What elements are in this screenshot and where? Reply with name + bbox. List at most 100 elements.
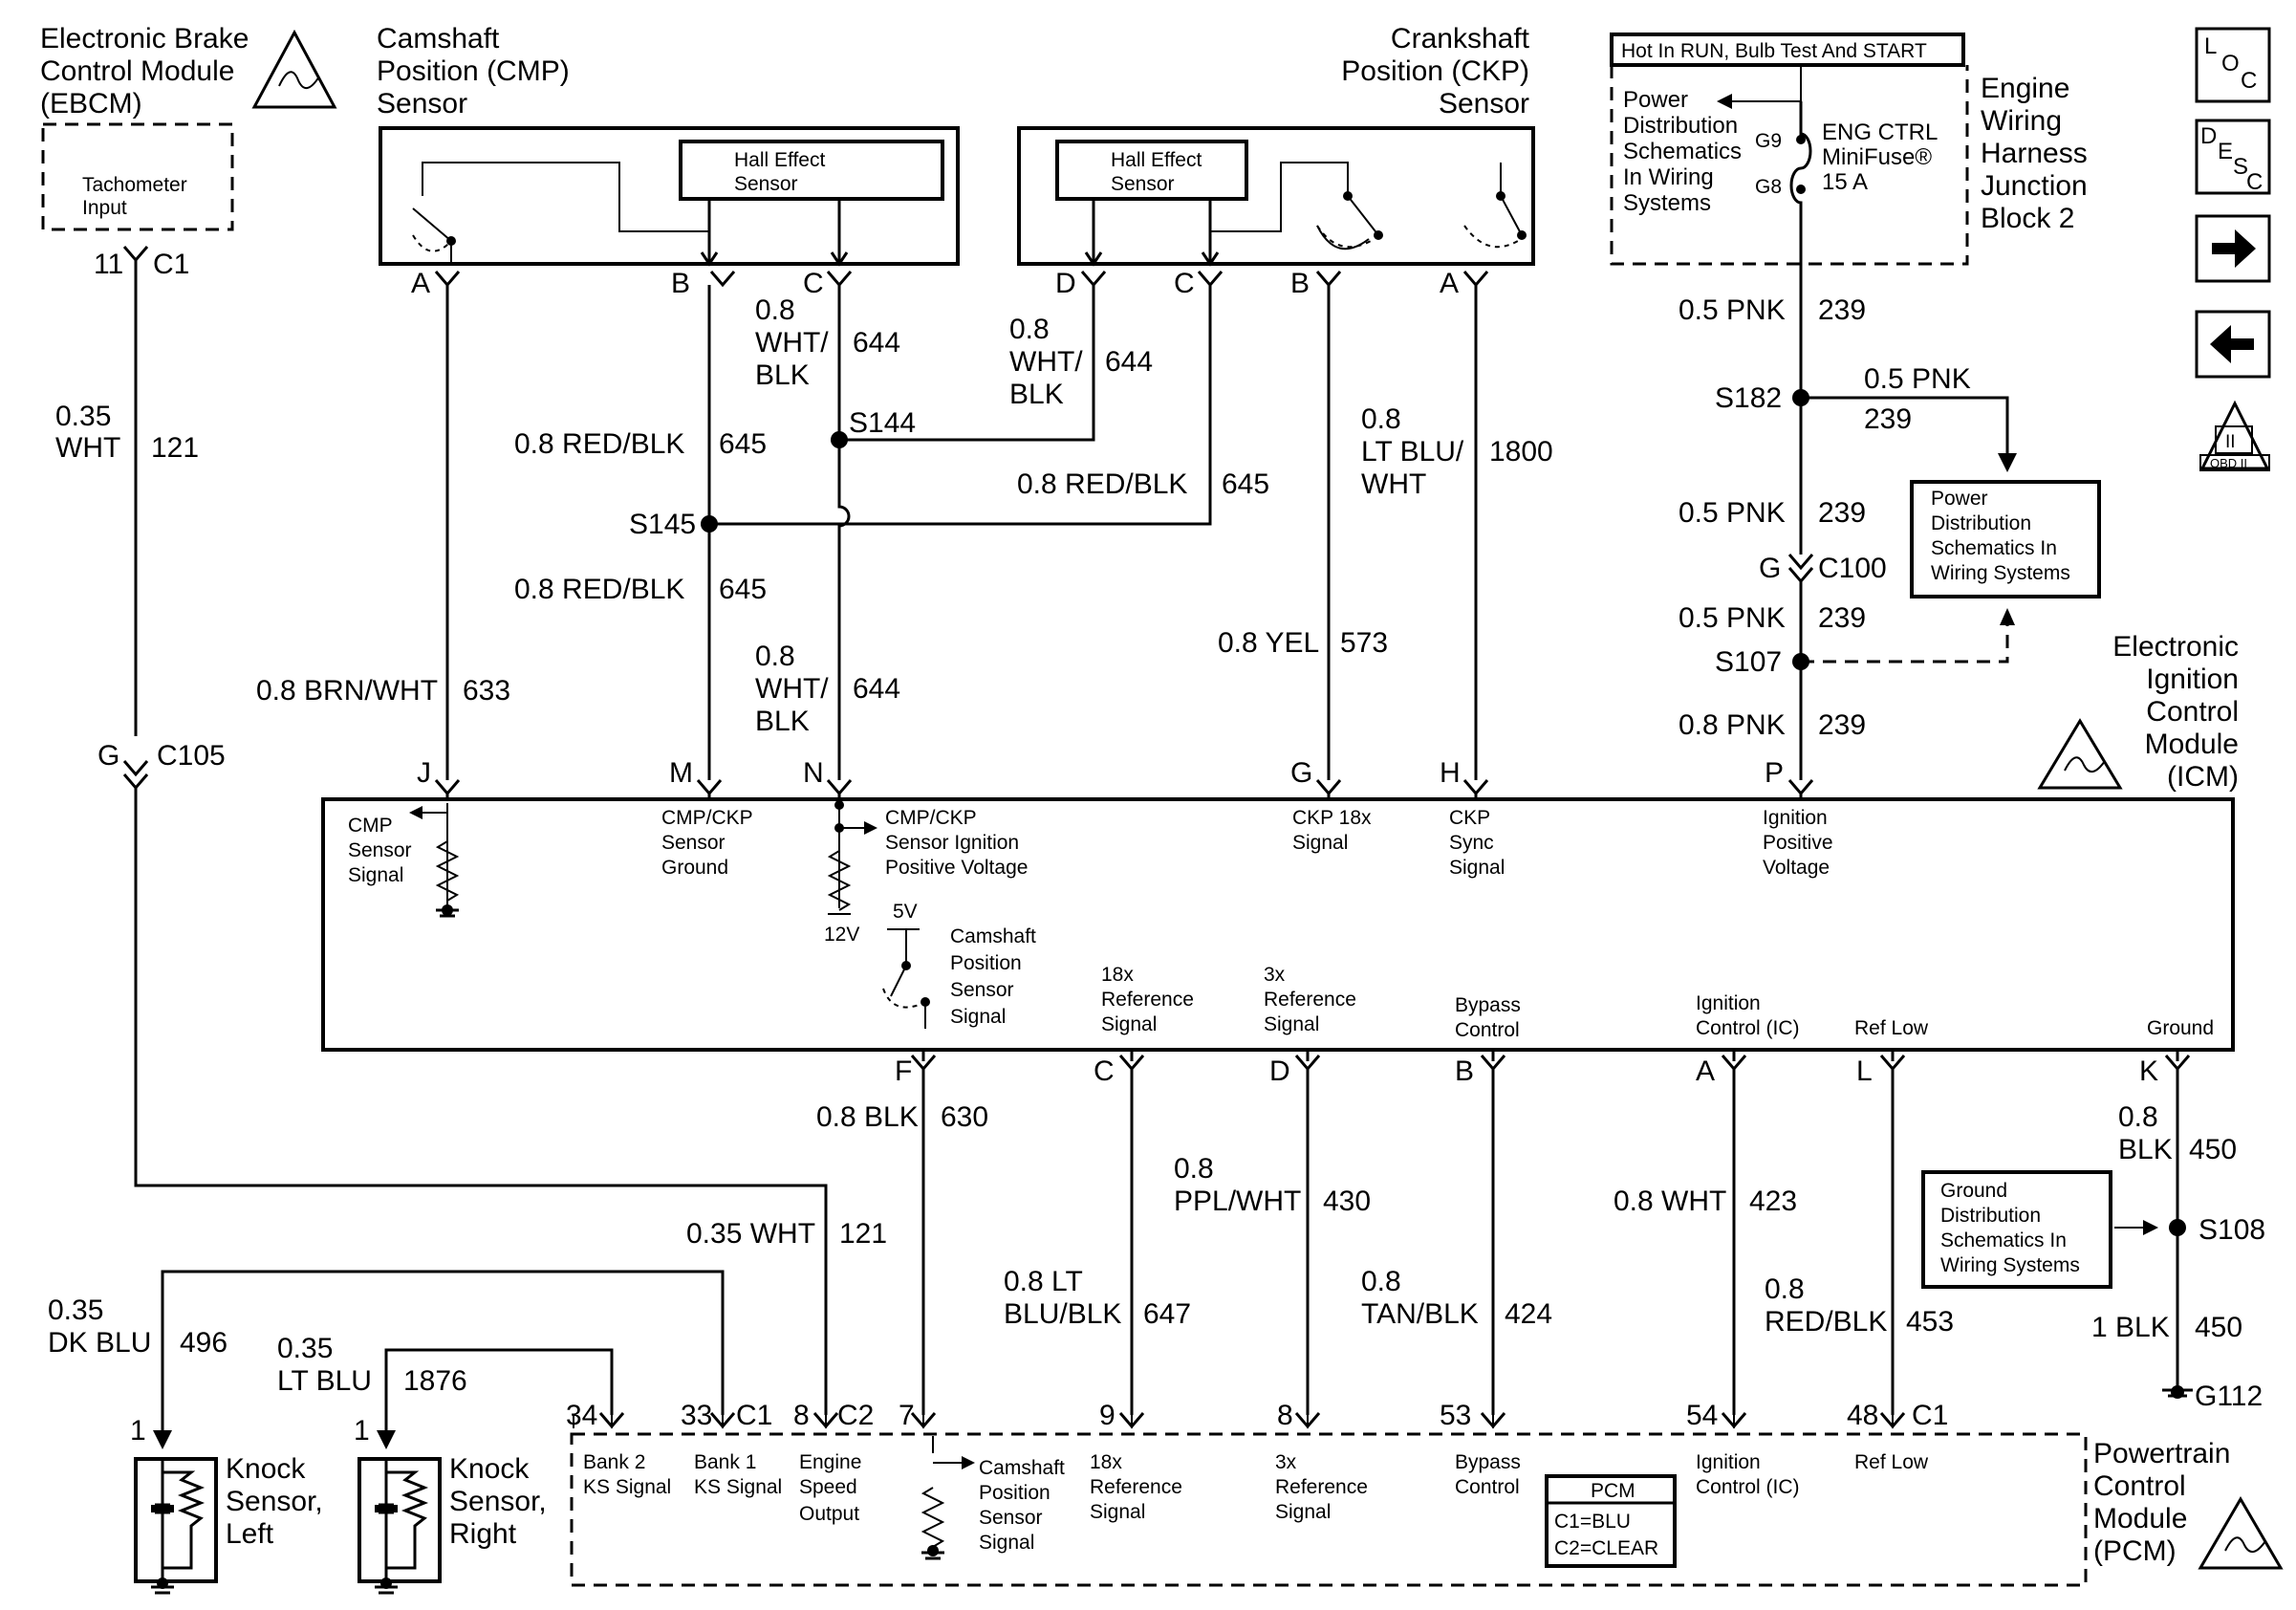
svg-text:D: D [2200,123,2217,149]
jb-title-4: Junction [1981,170,2088,202]
svg-text:O: O [2221,51,2240,76]
icm-c-label-2: Reference [1101,989,1194,1011]
svg-text:C: C [2241,68,2257,94]
ks-left-title-1: Knock [226,1453,306,1485]
ground-distribution-box: Ground Distribution Schematics In Wiring… [1921,1170,2112,1289]
pnk2-circuit: 239 [1818,497,1866,529]
cmp-title-2: Position (CMP) [377,55,570,87]
pcm-pin-34: 34 [566,1400,597,1431]
cmp-b-bottom-circuit: 645 [719,574,767,605]
cmp-pin-c: C [803,268,824,299]
pcm-34-label-1: Bank 2 [583,1451,645,1473]
d430-circuit: 430 [1323,1186,1371,1217]
pcm-title-4: (PCM) [2093,1535,2177,1567]
cmp-b-top-circuit: 645 [719,428,767,460]
b424-1: 0.8 [1361,1266,1401,1297]
pnk-branch-wire: 0.5 PNK [1864,363,1971,395]
obd2-icon[interactable]: II OBD II [2199,400,2270,471]
pcm-pin-7: 7 [899,1400,915,1431]
pcm-34-label-2: KS Signal [583,1476,671,1498]
tach-color: WHT [55,432,120,464]
jb-fuse-3: 15 A [1822,169,1868,195]
pcm-33-label-1: Bank 1 [694,1451,756,1473]
g112-label: G112 [2195,1381,2263,1412]
pcm-9-label-1: 18x [1090,1451,1122,1473]
prev-arrow-icon[interactable] [2195,310,2271,379]
cmp-title-3: Sensor [377,88,467,120]
junction-block: Hot In RUN, Bulb Test And START Power Di… [1610,33,2088,266]
pnk1-circuit: 239 [1818,294,1866,326]
pcm-pin-53: 53 [1440,1400,1471,1431]
a423-wire: 0.8 WHT [1614,1186,1726,1217]
pnk3-wire: 0.5 PNK [1679,602,1786,634]
ebcm-pin: 11 [94,249,123,280]
ckp-a-2: LT BLU/ [1361,436,1464,468]
icm-b-label-1: Bypass [1455,994,1521,1016]
cmp-pin-a: A [411,268,430,299]
pcm-8-label-2: Speed [799,1476,857,1498]
icm-a-label-2: Control (IC) [1696,1017,1800,1039]
gd-box-2: Distribution [1940,1205,2041,1227]
cmp-b-top-wire: 0.8 RED/BLK [514,428,684,460]
icm-pin-j: J [417,757,431,789]
cmp-hall-2: Sensor [734,173,798,195]
junction-header: Hot In RUN, Bulb Test And START [1621,40,1927,62]
ckp-sensor: Crankshaft Position (CKP) Sensor Hall Ef… [1017,23,1535,267]
ks-right-2: LT BLU [277,1365,372,1397]
pcm-pin-48: 48 [1847,1400,1878,1431]
jb-pd-3: Schematics [1623,139,1742,164]
cmp-c-top-3: BLK [755,359,810,391]
ks-right-1: 0.35 [277,1333,333,1364]
icm-j-label-2: Sensor [348,839,412,861]
icm-title-5: (ICM) [2167,761,2239,793]
cmp-a-wire: 0.8 BRN/WHT [256,675,438,707]
next-arrow-icon[interactable] [2195,214,2271,283]
pcm-7-label-2: Position [979,1482,1051,1504]
a423-circuit: 423 [1749,1186,1797,1217]
icm-c-label-1: 18x [1101,964,1134,986]
pcm-body [570,1432,2088,1587]
pcm-53-label-2: Control [1455,1476,1520,1498]
tach-gauge: 0.35 [55,401,111,432]
c100-conn: C100 [1818,553,1887,584]
pcm-7-label-4: Signal [979,1532,1034,1554]
gd-box-1: Ground [1940,1180,2007,1202]
pnk4-circuit: 239 [1818,709,1866,741]
c105-pin: G [97,740,119,772]
pcm-title: Powertrain Control Module (PCM) [2093,1438,2284,1570]
pcm-title-1: Powertrain [2093,1438,2230,1469]
ckp-pin-d: D [1055,268,1076,299]
l453-1: 0.8 [1765,1273,1805,1305]
jb-g9: G9 [1755,130,1782,152]
ebcm-input-2: Input [82,197,127,219]
pcm-legend-1: C1=BLU [1554,1511,1631,1533]
s144-label: S144 [849,407,916,439]
svg-text:OBD II: OBD II [2210,456,2247,470]
icm-pin-h: H [1440,757,1461,789]
pcm-8-label-3: Output [799,1503,859,1525]
d430-1: 0.8 [1174,1153,1214,1185]
svg-text:C: C [2246,169,2263,195]
s182-label: S182 [1715,382,1782,414]
cmp-a-circuit: 633 [463,675,510,707]
ks-left-title-3: Left [226,1518,274,1550]
ks-right-circuit: 1876 [403,1365,467,1397]
pd-box-2: Distribution [1931,512,2031,534]
tach-bottom-circuit: 121 [839,1218,887,1250]
pcm-conn-c2: C2 [837,1400,874,1431]
pcm-54-label-2: Control (IC) [1696,1476,1800,1498]
jb-title-2: Wiring [1981,105,2062,137]
svg-text:II: II [2225,432,2236,452]
s107-label: S107 [1715,646,1782,678]
esd-icon [251,29,337,109]
icm-p-label-2: Positive [1763,832,1833,854]
pcm-8b-label-3: Signal [1275,1501,1331,1523]
icm-d-label-3: Signal [1264,1013,1319,1035]
l453-circuit: 453 [1906,1306,1954,1338]
ckp-pin-a: A [1440,268,1459,299]
pnk1-wire: 0.5 PNK [1679,294,1786,326]
pcm-pin-9: 9 [1099,1400,1116,1431]
pcm-conn-c1-a: C1 [736,1400,772,1431]
loc-icon[interactable]: LOC [2195,27,2271,103]
